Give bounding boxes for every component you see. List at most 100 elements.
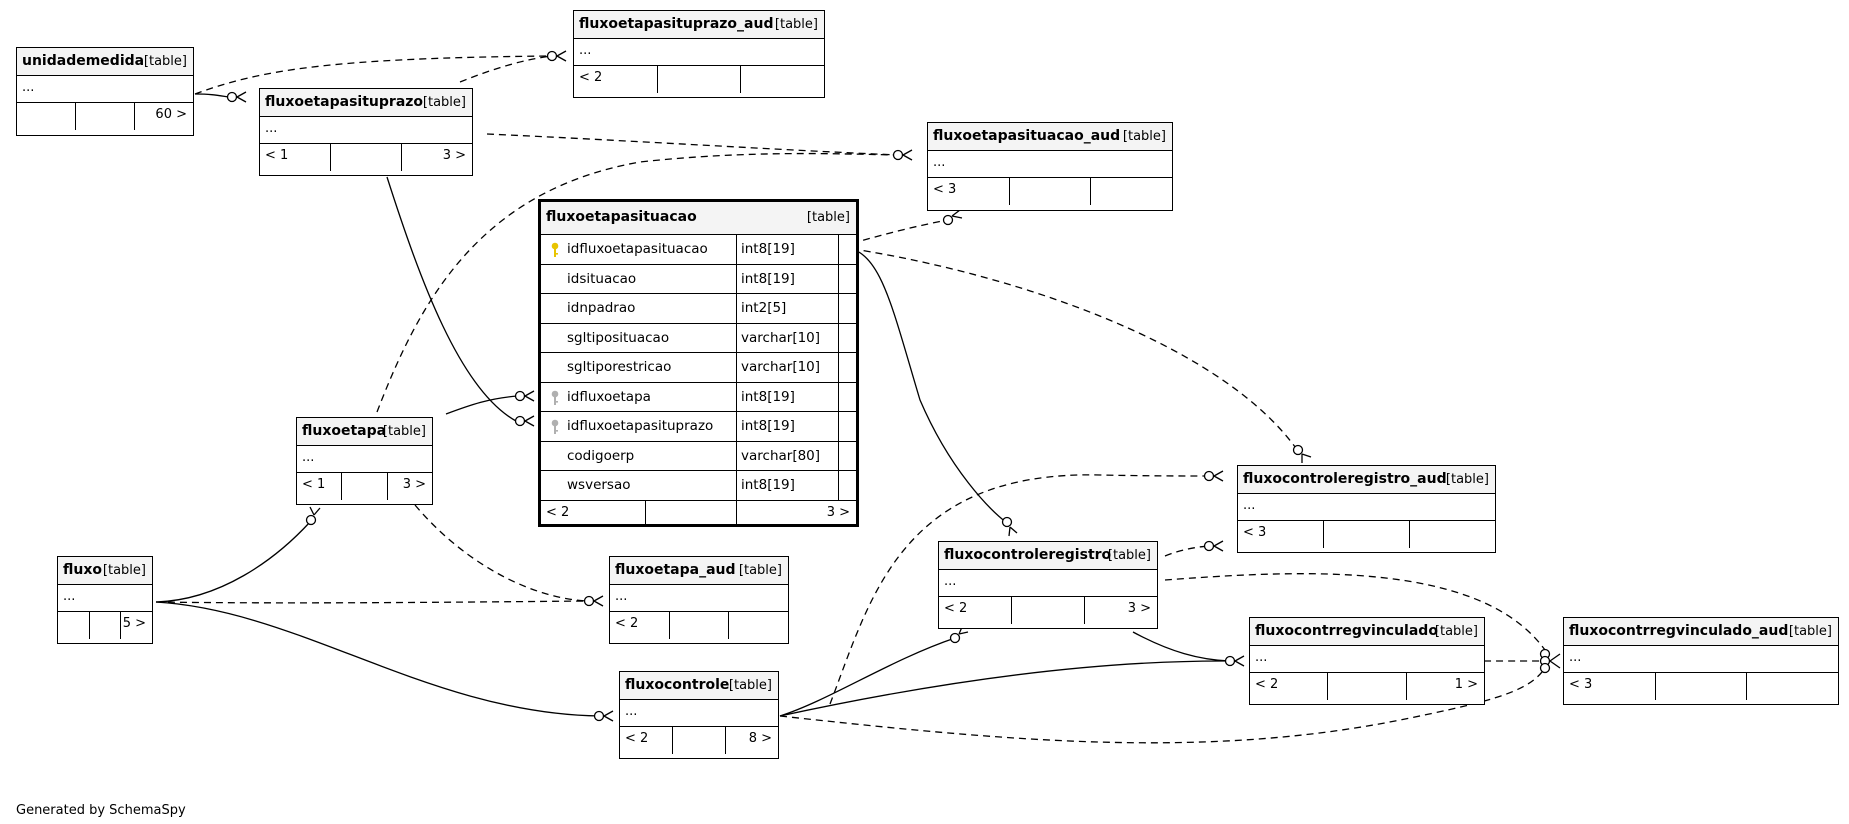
column-name: codigoerp (567, 447, 635, 464)
table-header: fluxocontrregvinculado_aud[table] (1564, 618, 1838, 646)
table-footer: < 3 (928, 178, 1172, 205)
rel-fluxocontroleregistro-fluxocontrregvinculado-aud (1164, 573, 1546, 651)
rel-fluxoetapa-fluxoetapasituacao-aud (376, 152, 899, 413)
table-fluxoetapasituprazo-aud[interactable]: fluxoetapasituprazo_aud[table] ... < 2 (573, 10, 825, 98)
table-body: ... (610, 585, 788, 612)
table-body: ... (928, 151, 1172, 178)
table-name: unidademedida (22, 53, 145, 69)
table-tag: [table] (806, 210, 850, 225)
foreign-key-icon (551, 390, 559, 405)
crowfoot (309, 506, 321, 516)
table-header: fluxocontroleregistro[table] (939, 542, 1157, 570)
table-name: fluxoetapasituacao_aud (933, 128, 1121, 144)
footer-cell (1328, 673, 1407, 700)
table-unidademedida[interactable]: unidademedida[table] ... 60 > (16, 47, 194, 136)
table-body-text: ... (265, 121, 278, 136)
footer-cell (673, 727, 726, 754)
marker-circle (1203, 470, 1215, 482)
table-fluxocontroleregistro-aud[interactable]: fluxocontroleregistro_aud[table] ... < 3 (1237, 465, 1496, 553)
column-type: varchar[10] (741, 329, 821, 346)
footer-cell: 3 > (442, 148, 466, 163)
table-tag: [table] (102, 563, 146, 578)
column-type-cell: int8[19] (737, 264, 839, 293)
footer-cell (741, 66, 824, 93)
rel-focus-fluxocontroleregistro (839, 246, 1008, 524)
footer-cell (1010, 178, 1092, 205)
rel-fluxoetapasituprazo-aud (459, 55, 553, 83)
column-name-cell: sgltiporestricao (541, 353, 737, 382)
table-header: unidademedida[table] (17, 48, 193, 76)
column-name-cell: idfluxoetapasituacao (541, 235, 737, 264)
column-name-cell: idsituacao (541, 264, 737, 293)
table-tag: [table] (1122, 129, 1166, 144)
table-footer: < 2 (610, 612, 788, 639)
table-body: ... (620, 700, 778, 727)
table-name: fluxoetapa (302, 423, 387, 439)
table-tag: [table] (422, 95, 466, 110)
footer-cell: 3 > (1127, 601, 1151, 616)
table-body-text: ... (1255, 650, 1268, 665)
table-footer: < 2 (574, 66, 824, 93)
footer-cell (90, 612, 122, 639)
table-body-text: ... (579, 43, 592, 58)
rel-fluxocontroleregistro-aud (1164, 545, 1210, 557)
table-fluxoetapasituacao-aud[interactable]: fluxoetapasituacao_aud[table] ... < 3 (927, 122, 1173, 211)
footer-cell: 3 > (402, 477, 426, 492)
table-body-text: ... (63, 589, 76, 604)
marker-circle (1001, 516, 1013, 528)
primary-key-icon (551, 242, 559, 257)
column-type-cell: varchar[10] (737, 323, 839, 352)
footer-cell: < 1 (297, 473, 343, 500)
rel-fluxo-fluxocontrole (155, 601, 601, 717)
table-fluxocontrregvinculado-aud[interactable]: fluxocontrregvinculado_aud[table] ... < … (1563, 617, 1839, 705)
column-name: idsituacao (567, 270, 637, 287)
table-header: fluxoetapa[table] (297, 418, 432, 446)
table-fluxo[interactable]: fluxo[table] ... 5 > (57, 556, 153, 644)
table-fluxoetapasituacao[interactable]: fluxoetapasituacao[table] idfluxoetapasi… (538, 199, 859, 527)
foreign-key-icon (551, 419, 559, 434)
footer-cell: 8 > (748, 731, 772, 746)
table-body: ... (260, 117, 472, 144)
table-body-text: ... (615, 589, 628, 604)
table-body: ... (1250, 646, 1484, 673)
marker-circle (305, 514, 317, 526)
marker-circle (546, 50, 558, 62)
table-body: ... (297, 446, 432, 473)
crowfoot (236, 91, 247, 103)
column-type-cell: int8[19] (737, 382, 839, 411)
rel-focus-fluxocontroleregistro-aud (839, 246, 1299, 452)
table-name: fluxocontroleregistro_aud (1243, 471, 1447, 487)
column-name: idfluxoetapasituacao (567, 241, 708, 257)
table-fluxoetapa-aud[interactable]: fluxoetapa_aud[table] ... < 2 (609, 556, 789, 644)
table-name: fluxocontrole (625, 677, 730, 693)
footer-cell (58, 612, 90, 639)
footer-cell: < 2 (610, 612, 670, 639)
marker-circle (1224, 655, 1236, 667)
column-extra-cell (839, 412, 856, 441)
table-header: fluxoetapasituprazo_aud[table] (574, 11, 824, 39)
table-name: fluxoetapa_aud (615, 562, 736, 578)
table-header: fluxocontrregvinculado[table] (1250, 618, 1484, 646)
column-name-cell: wsversao (541, 471, 737, 500)
footer-cell: 1 > (1454, 677, 1478, 692)
table-fluxoetapa[interactable]: fluxoetapa[table] ... < 1 3 > (296, 417, 433, 505)
footer-cell (1324, 521, 1410, 548)
crowfoot (1008, 526, 1018, 537)
rel-fluxo-fluxoetapa (155, 521, 311, 603)
column-row[interactable]: idsituacao int8[19] (541, 264, 856, 294)
footer-cell: < 3 (1238, 521, 1324, 548)
crowfoot (556, 50, 567, 62)
footer-cell (1656, 673, 1748, 700)
